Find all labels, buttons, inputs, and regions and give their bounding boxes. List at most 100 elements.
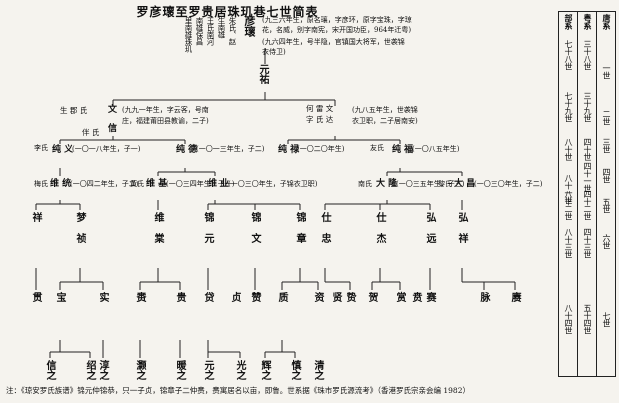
- gen5-3-prefix: 南氏: [358, 180, 372, 188]
- gen-cell: 七十九世: [564, 92, 573, 122]
- person-gen7-12: 贺: [366, 292, 377, 302]
- gen-cell: 五世: [602, 198, 611, 213]
- gen-col-bu: 部系 七十八世 七十九世 八十世 八十一世 八十二世 八十三世 八十四世: [559, 12, 578, 376]
- gen-cell: 四十一世: [583, 162, 592, 192]
- gen-head-tang: 唐系: [602, 14, 612, 30]
- person-dachang: 大 昌: [454, 179, 476, 189]
- gen-cell: 二世: [602, 110, 611, 125]
- person-jinyuan: 锦 元: [202, 212, 213, 243]
- person-gen7-8: 质: [276, 292, 287, 302]
- person-gen7-13: 赏: [394, 292, 405, 302]
- person-hongyuan: 弘 远: [424, 212, 435, 243]
- person-shijie: 仕 杰: [374, 212, 385, 243]
- top-note-1: (九三六年生，原名瓖，字彦环，原字宝珠，字琼: [262, 16, 412, 24]
- top-label-5: 朱氏、赵: [228, 17, 237, 45]
- top-note-3: (九六四年生，号半隐，官镇国大将军，世袭锦: [262, 38, 405, 46]
- person-gen7-17: 赓: [509, 292, 520, 302]
- gen4-1-note: (一〇一三年生，子二): [196, 145, 265, 153]
- person-gen7-14: 贲: [410, 292, 421, 302]
- person-gen8-6: 光之: [234, 360, 245, 380]
- person-jinwen: 锦 文: [249, 212, 260, 243]
- gen-cell: 五十四世: [583, 304, 592, 334]
- person-gen7-15: 赛: [424, 292, 435, 302]
- person-dalong: 大 隆: [376, 179, 398, 189]
- person-gen8-0: 信之: [44, 360, 55, 380]
- person-chunde: 纯 德: [176, 145, 198, 155]
- person-gen8-2: 淳之: [97, 360, 108, 380]
- gen-cell: 八十四世: [564, 304, 573, 334]
- gen-cell: 四世: [602, 168, 611, 183]
- person-gen8-5: 元之: [202, 360, 213, 380]
- person-gen7-0: 贯: [30, 292, 41, 302]
- gen3-right-name: 字 氏 达: [306, 115, 334, 124]
- person-gen7-9: 资: [312, 292, 323, 302]
- person-gen7-2: 实: [97, 292, 108, 302]
- person-gen7-7: 赞: [249, 292, 260, 302]
- gen-cell: 八十三世: [564, 228, 573, 258]
- person-mengzhen: 梦 祯: [74, 212, 85, 243]
- person-chunfu: 纯 福: [392, 145, 414, 155]
- person-weiji: 维 基: [146, 179, 168, 189]
- gen3-left-wife: 生 郡 氏: [60, 106, 88, 115]
- person-gen8-7: 辉之: [259, 360, 270, 380]
- person-gen7-6: 贞: [229, 292, 240, 302]
- top-label-1: 里南雄珠玑: [184, 17, 193, 52]
- gen-cell: 四十三世: [583, 228, 592, 258]
- person-gen7-5: 贷: [202, 292, 213, 302]
- gen4-3-prefix: 友氏: [370, 144, 384, 152]
- person-chunyi: 纯 义: [52, 145, 74, 155]
- gen-cell: 三十八世: [583, 40, 592, 70]
- person-gen7-3: 赉: [134, 292, 145, 302]
- gen3-left-father-tag: 伴 氏: [82, 128, 100, 137]
- person-chunlu: 纯 禄: [278, 145, 300, 155]
- gen-cell: 四十二世: [583, 190, 592, 220]
- top-note-2: 花，名威，别字南宪，宋开国功臣，964年迁粤): [262, 26, 412, 34]
- gen-cell: 三世: [602, 138, 611, 153]
- top-note-4: 衣侍卫): [262, 48, 286, 56]
- gen-head-bu: 部系: [564, 14, 574, 30]
- generation-table: 部系 七十八世 七十九世 八十世 八十一世 八十二世 八十三世 八十四世 粤系 …: [558, 11, 616, 377]
- top-label-2: 南雄保昌: [195, 17, 204, 45]
- gen3-right-note-2: 衣卫职，二子居南安): [352, 117, 418, 125]
- person-gen7-10: 贤: [330, 292, 341, 302]
- person-gen8-8: 慎之: [289, 360, 300, 380]
- gen3-left-note-2: 庄，福建莆田县教谕，二子): [122, 117, 209, 125]
- gen5-1-note: (一〇三四年生，子一): [166, 180, 235, 188]
- person-yanhuai: 彦瓌: [243, 15, 256, 37]
- gen5-0-prefix: 梅氏: [34, 180, 48, 188]
- gen-head-yue: 粤系: [583, 14, 593, 30]
- gen3-left-note-1: (九九一年生，字云客，号南: [122, 106, 209, 114]
- gen-cell: 七十八世: [564, 40, 573, 70]
- gen5-2-note: (一〇三〇年生，子锦衣卫职): [228, 180, 318, 188]
- gen4-3-note: (一〇八五年生): [412, 145, 460, 153]
- gen5-1-prefix: 黄氏: [130, 180, 144, 188]
- gen4-2-note: (一〇二〇年生): [297, 145, 345, 153]
- person-shizhong: 仕 忠: [319, 212, 330, 243]
- gen-col-tang: 唐系 一世 二世 三世 四世 五世 六世 七世: [597, 12, 616, 376]
- person-gen7-1: 宝: [54, 292, 65, 302]
- gen4-0-prefix: 李氏: [34, 144, 48, 152]
- gen-cell: 八十一世: [564, 174, 573, 204]
- person-weitang: 维 棠: [152, 212, 163, 243]
- person-yuanyou: 元祐: [257, 64, 268, 84]
- gen5-3-note: (一〇三五年生，子三): [396, 180, 465, 188]
- person-wenxin: 文 信: [106, 104, 116, 132]
- gen-col-yue: 粤系 三十八世 三十九世 四十世 四十一世 四十二世 四十三世 五十四世: [578, 12, 597, 376]
- person-jinzhang: 锦 章: [294, 212, 305, 243]
- person-weitong: 维 统: [50, 179, 72, 189]
- gen4-0-note: (一〇一八年生，子一): [72, 145, 141, 153]
- person-gen7-11: 贽: [344, 292, 355, 302]
- gen-cell: 八十二世: [564, 190, 573, 220]
- gen3-right-note-1: (九八五年生，世袭锦: [352, 106, 418, 114]
- gen5-4-note: (一〇三〇年生，子二): [474, 180, 543, 188]
- gen5-4-prefix: 黎氏: [438, 180, 452, 188]
- person-xiang: 祥: [30, 212, 41, 222]
- person-gen7-4: 贵: [174, 292, 185, 302]
- footer-note: 注：《琼安罗氏族谱》锦元仲锦恭，只一子贞，锦章子二仲赉，赉寓居名以亩，即鲁。世系…: [6, 386, 470, 395]
- gen-cell: 六世: [602, 234, 611, 249]
- gen3-right-wife: 何 雷 文: [306, 104, 334, 113]
- gen-cell: 七世: [602, 312, 611, 327]
- person-weiye: 维 业: [208, 179, 230, 189]
- person-gen8-3: 灏之: [134, 360, 145, 380]
